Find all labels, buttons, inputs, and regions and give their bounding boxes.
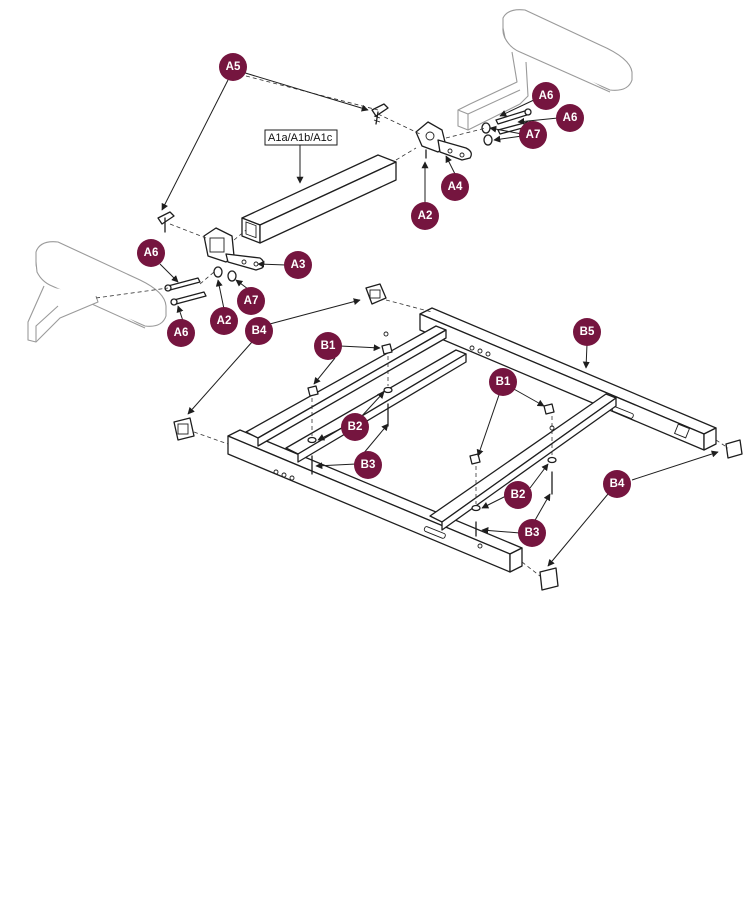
callout-a4: A4 <box>441 173 469 201</box>
svg-text:B1: B1 <box>321 340 336 352</box>
callout-b5: B5 <box>573 318 601 346</box>
tube-label: A1a/A1b/A1c <box>264 129 338 146</box>
cross-tube <box>241 154 397 244</box>
callout-b1-left: B1 <box>314 332 342 360</box>
svg-text:A2: A2 <box>418 210 433 222</box>
callout-a7-top: A7 <box>519 121 547 149</box>
end-cap-right <box>725 439 743 459</box>
left-knob <box>157 211 175 233</box>
svg-text:B4: B4 <box>610 478 625 490</box>
callout-b4-top: B4 <box>245 317 273 345</box>
right-armrest <box>457 9 633 131</box>
svg-text:A6: A6 <box>144 247 159 259</box>
callout-a2-left: A2 <box>210 307 238 335</box>
callout-a6-top1: A6 <box>532 82 560 110</box>
right-bracket <box>415 121 472 161</box>
svg-text:A4: A4 <box>448 181 463 193</box>
callout-b4-bottom: B4 <box>603 470 631 498</box>
svg-text:B4: B4 <box>252 325 267 337</box>
svg-text:A6: A6 <box>174 327 189 339</box>
frame-hardware <box>307 331 557 537</box>
svg-text:A7: A7 <box>244 295 259 307</box>
callout-a6-left2: A6 <box>167 319 195 347</box>
svg-text:A2: A2 <box>217 315 232 327</box>
end-cap-left <box>173 417 195 441</box>
end-cap-bottom <box>539 567 559 591</box>
svg-text:A3: A3 <box>291 259 306 271</box>
alignment-lines-top <box>95 75 487 299</box>
svg-text:B3: B3 <box>361 459 376 471</box>
svg-text:A6: A6 <box>563 112 578 124</box>
callout-b1-right: B1 <box>489 368 517 396</box>
svg-text:B5: B5 <box>580 326 595 338</box>
callout-b2-left: B2 <box>341 413 369 441</box>
callout-b3-left: B3 <box>354 451 382 479</box>
callout-a6-top2: A6 <box>556 104 584 132</box>
svg-text:B2: B2 <box>511 489 526 501</box>
callout-a3: A3 <box>284 251 312 279</box>
left-screws <box>164 266 237 306</box>
callout-a7-left: A7 <box>237 287 265 315</box>
alignment-lines-frame <box>193 299 729 577</box>
left-armrest <box>27 241 167 343</box>
callout-b3-right: B3 <box>518 519 546 547</box>
callout-b2-right: B2 <box>504 481 532 509</box>
end-cap-top <box>365 283 387 305</box>
tube-label-text: A1a/A1b/A1c <box>268 132 333 144</box>
svg-text:B1: B1 <box>496 376 511 388</box>
svg-text:A5: A5 <box>226 61 241 73</box>
callout-a2-top: A2 <box>411 202 439 230</box>
right-knob <box>371 103 389 125</box>
base-frame <box>227 307 717 573</box>
callout-a6-left1: A6 <box>137 239 165 267</box>
svg-text:B2: B2 <box>348 421 363 433</box>
svg-text:A7: A7 <box>526 129 541 141</box>
left-bracket <box>203 227 265 271</box>
svg-text:B3: B3 <box>525 527 540 539</box>
callout-a5: A5 <box>219 53 247 81</box>
svg-text:A6: A6 <box>539 90 554 102</box>
